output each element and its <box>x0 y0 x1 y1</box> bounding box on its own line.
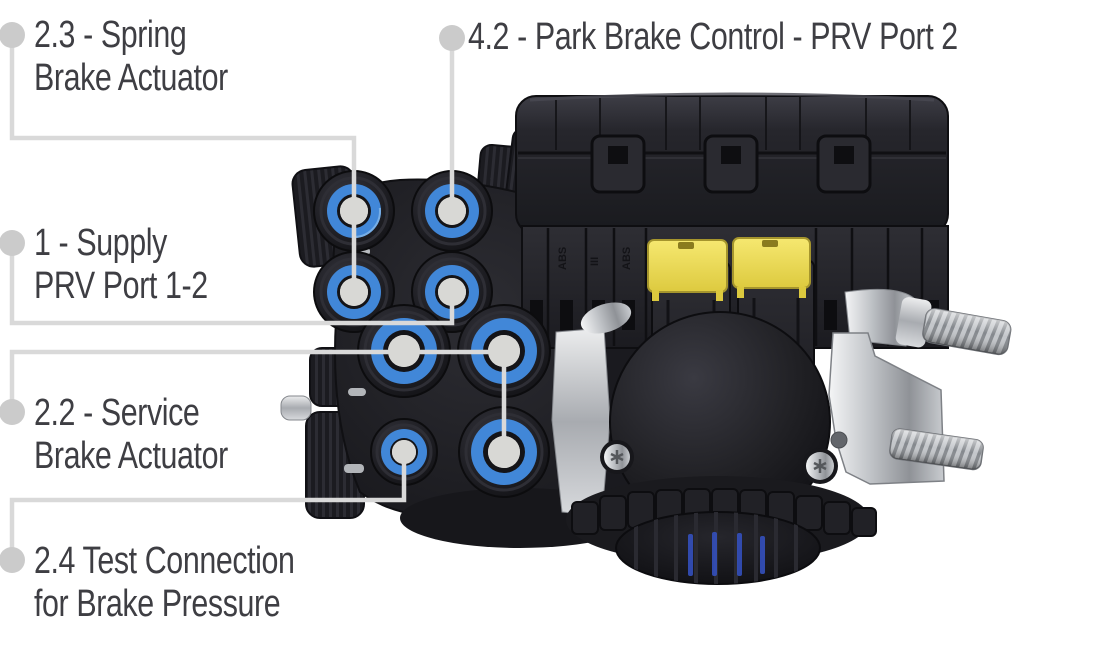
label-text-line: for Brake Pressure <box>34 583 281 625</box>
leader-dot-park-brake <box>439 25 465 51</box>
label-text-line: 4.2 - Park Brake Control - PRV Port 2 <box>468 16 958 58</box>
exhaust-silencer <box>566 476 877 585</box>
torx-screws <box>600 440 838 484</box>
label-service-brake-actuator: 2.2 - Service Brake Actuator <box>34 392 228 478</box>
brake-valve-unit: ABS III ABS POWER IN/OUT <box>280 92 1012 585</box>
label-park-brake-control: 4.2 - Park Brake Control - PRV Port 2 <box>468 16 958 59</box>
label-text-line: 2.3 - Spring <box>34 14 187 56</box>
ecu-housing <box>515 92 949 235</box>
label-text-line: Brake Actuator <box>34 57 228 99</box>
lid-latch-tabs <box>590 134 872 194</box>
yellow-connector-cover-left <box>647 239 728 301</box>
label-text-line: 2.4 Test Connection <box>34 540 295 582</box>
label-test-connection: 2.4 Test Connection for Brake Pressure <box>34 540 295 626</box>
leader-dot-spring-brake <box>0 22 25 48</box>
label-text-line: 2.2 - Service <box>34 392 200 434</box>
connector-marking-abs-1: ABS <box>557 247 569 270</box>
label-supply: 1 - Supply PRV Port 1-2 <box>34 222 208 308</box>
silencer-blue-glints <box>688 532 765 576</box>
leader-dot-service-brake <box>0 399 25 425</box>
leader-line-test-connection <box>9 452 407 560</box>
leader-dots <box>0 22 465 573</box>
connector-marking-abs-2: ABS <box>621 247 633 270</box>
leader-line-supply <box>9 243 455 326</box>
label-text-line: Brake Actuator <box>34 435 228 477</box>
label-text-line: 1 - Supply <box>34 222 167 264</box>
leader-dot-supply <box>0 230 25 256</box>
leader-dot-test-connection <box>0 547 25 573</box>
label-text-line: PRV Port 1-2 <box>34 265 208 307</box>
mounting-stud-upper <box>895 297 1012 356</box>
connector-marking-bars: III <box>589 257 601 266</box>
leader-line-service-brake <box>9 349 507 452</box>
label-spring-brake-actuator: 2.3 - Spring Brake Actuator <box>34 14 228 100</box>
left-metal-band <box>551 302 632 517</box>
port-center-endpoints <box>340 197 520 468</box>
mounting-bracket-assembly <box>828 288 1012 485</box>
yellow-connector-cover-right <box>732 237 811 298</box>
mounting-stud-lower <box>889 428 984 471</box>
